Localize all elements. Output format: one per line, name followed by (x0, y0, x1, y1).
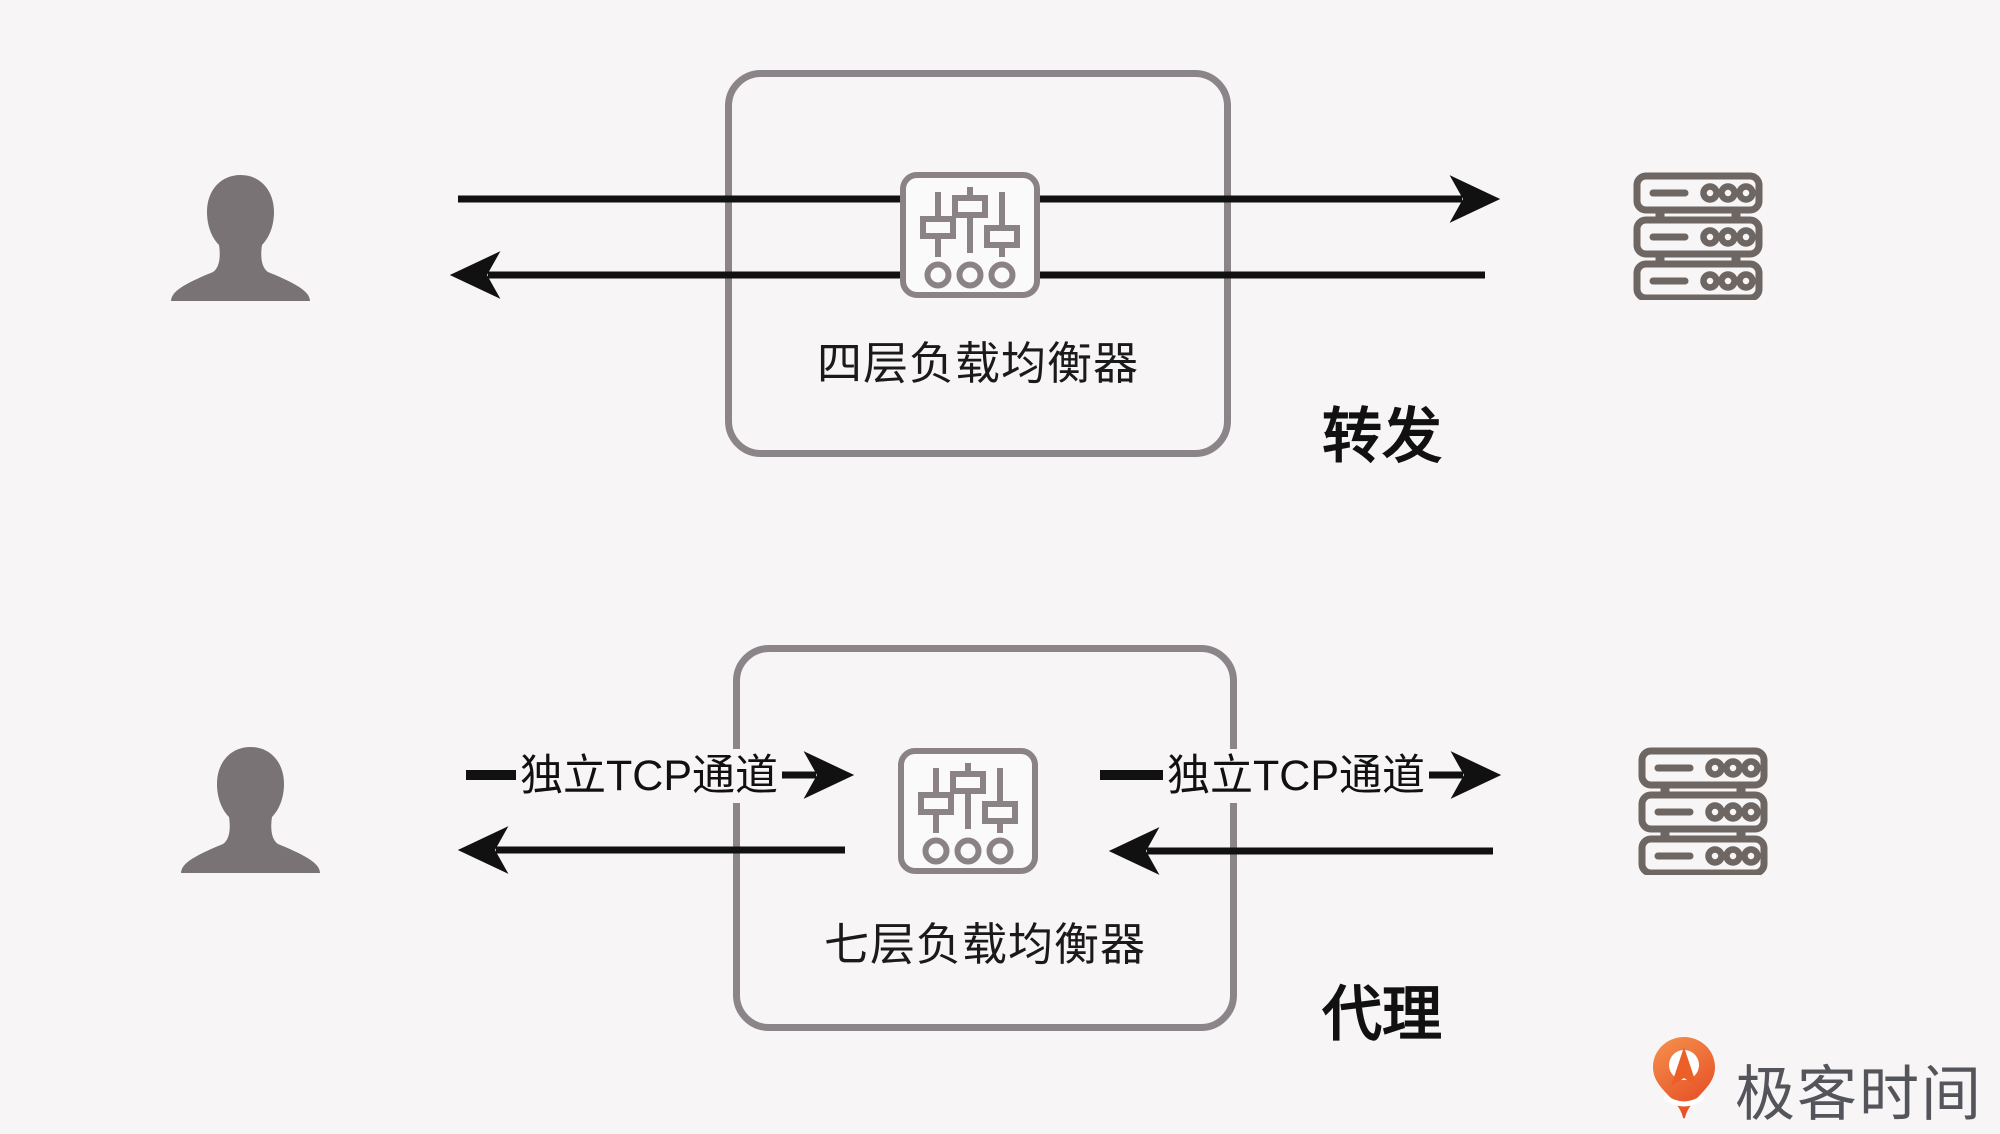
right-channel-arrowhead (1450, 751, 1502, 799)
top-response-arrowhead (449, 251, 501, 299)
user-icon (171, 175, 310, 301)
right-channel-label: 独立TCP通道 (1163, 749, 1429, 803)
user-icon (181, 747, 320, 873)
server-rack-icon (1633, 172, 1763, 300)
left-channel-label: 独立TCP通道 (516, 749, 782, 803)
right-return-arrowhead (1108, 827, 1160, 875)
left-channel-arrowhead (803, 751, 855, 799)
geektime-pin-icon (1653, 1037, 1715, 1119)
server-rack-icon (1638, 747, 1768, 875)
layer4-box-label: 四层负载均衡器 (816, 338, 1139, 389)
top-request-arrowhead (1449, 175, 1501, 223)
bottom-mode-label: 代理 (1322, 981, 1442, 1048)
logo-text: 极客时间 (1735, 1061, 1983, 1128)
layer7-box: 七层负载均衡器 (733, 645, 1237, 1031)
load-balancer-icon (898, 748, 1038, 874)
load-balancer-icon (900, 172, 1040, 298)
layer7-box-label: 七层负载均衡器 (823, 919, 1146, 970)
top-mode-label: 转发 (1322, 403, 1442, 470)
left-return-arrowhead (457, 826, 509, 874)
layer4-box: 四层负载均衡器 (725, 70, 1231, 457)
